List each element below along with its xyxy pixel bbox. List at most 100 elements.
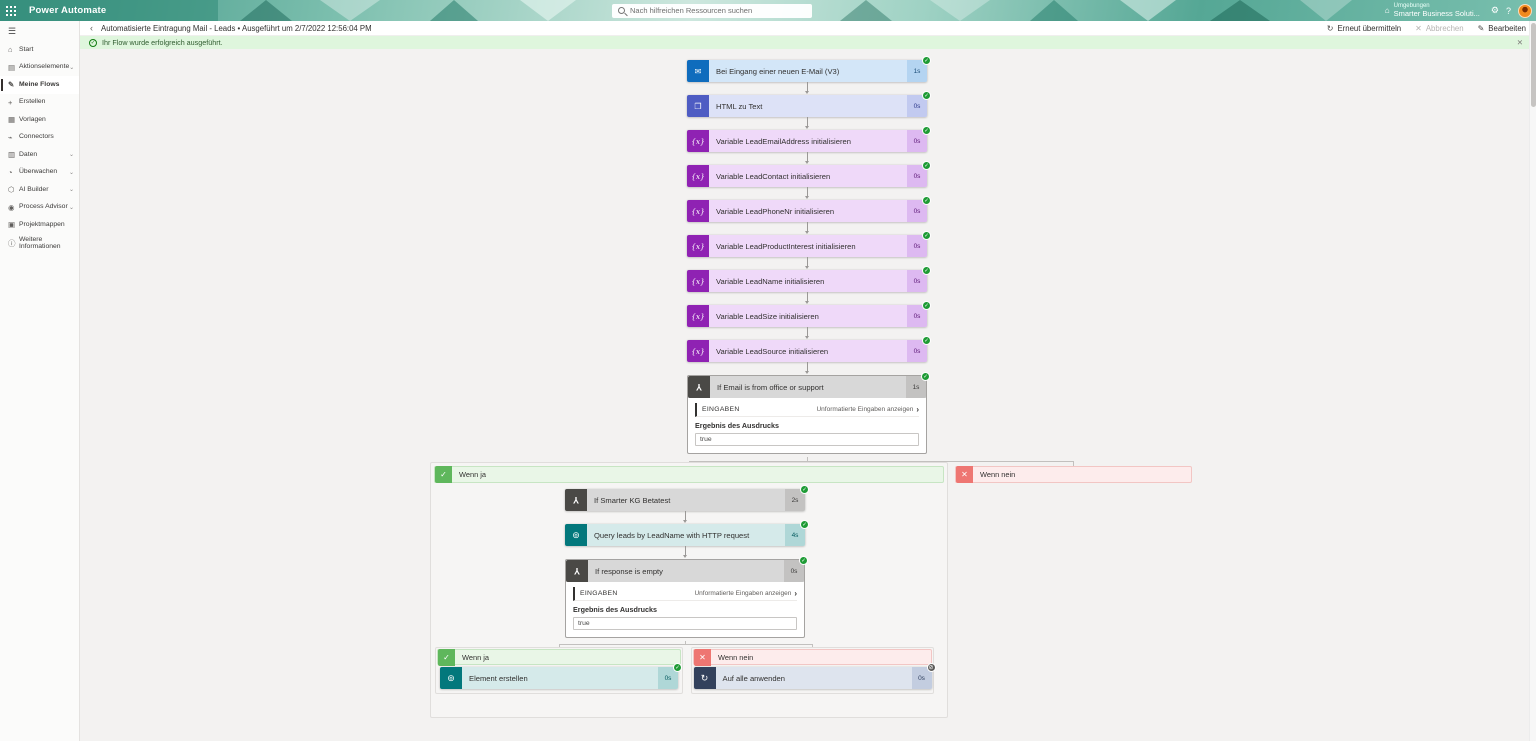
resubmit-icon: ↻ — [1326, 23, 1334, 33]
connector-arrow — [687, 257, 927, 270]
success-check-icon — [800, 520, 809, 529]
flow-node-variable[interactable]: {x} Variable LeadSize initialisieren 0s — [687, 301, 931, 327]
branch-label: Wenn ja — [462, 652, 489, 662]
header-pattern — [520, 0, 576, 21]
branch-no-container: ✕ Wenn nein — [955, 466, 1192, 483]
edit-pencil-icon: ✎ — [1477, 23, 1485, 33]
sidebar-item-label: Aktionselemente — [19, 63, 70, 71]
sidebar-item-daten[interactable]: ▥ Daten ⌄ — [0, 146, 79, 164]
duration-badge: 0s — [907, 235, 927, 257]
back-chevron-icon[interactable]: ‹ — [90, 23, 93, 33]
sidebar-item-connectors[interactable]: ⌁ Connectors — [0, 129, 79, 147]
duration-badge: 4s — [785, 524, 805, 546]
edit-button[interactable]: ✎ Bearbeiten — [1478, 24, 1526, 33]
sidebar-item-meine-flows[interactable]: ✎ Meine Flows — [0, 76, 79, 94]
sidebar-item-ueberwachen[interactable]: ◔ Überwachen ⌄ — [0, 164, 79, 182]
environment-picker[interactable]: ⌂ Umgebungen Smarter Business Soluti... — [1381, 1, 1484, 21]
flow-node-trigger[interactable]: ✉ Bei Eingang einer neuen E-Mail (V3) 1s — [687, 56, 931, 82]
show-raw-inputs-toggle[interactable]: EINGABEN Unformatierte Eingaben anzeigen… — [573, 587, 797, 601]
hamburger-menu-icon[interactable]: ☰ — [8, 25, 17, 36]
connector-arrow — [687, 152, 927, 165]
branch-no-header[interactable]: ✕ Wenn nein — [955, 466, 1192, 483]
node-label: Auf alle anwenden — [722, 673, 786, 683]
flow-node-query-leads[interactable]: ⊚ Query leads by LeadName with HTTP requ… — [565, 520, 809, 546]
variable-icon: {x} — [687, 200, 709, 222]
expression-result-label: Ergebnis des Ausdrucks — [695, 421, 780, 430]
app-title[interactable]: Power Automate — [29, 5, 107, 16]
content-conversion-icon: ❐ — [687, 95, 709, 117]
flow-node-variable[interactable]: {x} Variable LeadPhoneNr initialisieren … — [687, 196, 931, 222]
variable-icon: {x} — [687, 130, 709, 152]
flows-icon: ✎ — [8, 80, 15, 90]
sidebar-item-label: Connectors — [19, 133, 54, 141]
variable-icon: {x} — [687, 165, 709, 187]
chevron-down-icon: ⌄ — [68, 187, 74, 194]
branch-yes-chain: Y If Smarter KG Betatest 2s ⊚ Query lead… — [565, 485, 809, 638]
sidebar-item-process-advisor[interactable]: ◉ Process Advisor ⌄ — [0, 199, 79, 217]
search-placeholder: Nach hilfreichen Ressourcen suchen — [630, 6, 753, 15]
node-label: Query leads by LeadName with HTTP reques… — [594, 530, 750, 540]
sidebar-item-erstellen[interactable]: + Erstellen — [0, 94, 79, 112]
flow-node-auf-alle-anwenden[interactable]: ↻ Auf alle anwenden 0s — [693, 663, 936, 689]
success-check-icon — [800, 485, 809, 494]
sharepoint-icon: ⊚ — [565, 524, 587, 546]
resubmit-button[interactable]: ↻ Erneut übermitteln — [1327, 24, 1401, 33]
flow-node-variable[interactable]: {x} Variable LeadContact initialisieren … — [687, 161, 931, 187]
waffle-icon[interactable] — [0, 0, 21, 21]
sidebar-item-label: Erstellen — [19, 98, 46, 106]
sidebar-item-ai-builder[interactable]: ⬡ AI Builder ⌄ — [0, 181, 79, 199]
solutions-icon: ▣ — [8, 220, 16, 230]
sidebar-item-weitere-informationen[interactable]: ⓘ Weitere Informationen — [0, 234, 79, 254]
branch-no-x-icon: ✕ — [956, 466, 973, 483]
branch-yes-header[interactable]: ✓ Wenn ja — [434, 466, 944, 483]
sidebar-item-vorlagen[interactable]: ▦ Vorlagen — [0, 111, 79, 129]
vertical-scrollbar[interactable] — [1529, 21, 1536, 741]
scrollbar-thumb[interactable] — [1531, 23, 1536, 107]
settings-gear-icon[interactable]: ⚙ — [1490, 5, 1499, 15]
banner-close-icon[interactable]: ✕ — [1516, 38, 1523, 47]
connector-arrow — [687, 117, 927, 130]
header-pattern — [930, 0, 990, 21]
chevron-down-icon: ⌄ — [68, 152, 74, 159]
breadcrumb-flow-title[interactable]: Automatisierte Eintragung Mail - Leads — [101, 23, 236, 33]
skipped-status-icon — [926, 663, 936, 672]
sidebar-item-label: AI Builder — [19, 185, 49, 193]
user-avatar[interactable] — [1518, 3, 1532, 18]
flow-node-element-erstellen[interactable]: ⊚ Element erstellen 0s — [440, 663, 682, 689]
header-pattern — [840, 0, 892, 21]
flow-node-variable[interactable]: {x} Variable LeadProductInterest initial… — [687, 231, 931, 257]
connector-line — [812, 644, 813, 648]
raw-inputs-link: Unformatierte Eingaben anzeigen — [816, 406, 914, 413]
inputs-label: EINGABEN — [580, 590, 618, 597]
flow-node-variable[interactable]: {x} Variable LeadSource initialisieren 0… — [687, 336, 931, 362]
nested-branch-yes-header[interactable]: ✓ Wenn ja — [437, 648, 681, 666]
sidebar-item-projektmappen[interactable]: ▣ Projektmappen — [0, 216, 79, 234]
show-raw-inputs-toggle[interactable]: EINGABEN Unformatierte Eingaben anzeigen… — [695, 403, 919, 417]
success-check-icon — [922, 266, 931, 275]
branch-label: Wenn nein — [718, 652, 754, 662]
flow-node-condition-email[interactable]: Y If Email is from office or support 1s — [688, 372, 930, 398]
help-icon[interactable]: ? — [1505, 5, 1511, 16]
cancel-button[interactable]: ✕ Abbrechen — [1415, 24, 1463, 33]
connector-line — [1073, 461, 1074, 466]
flow-node-html-zu-text[interactable]: ❐ HTML zu Text 0s — [687, 91, 931, 117]
sidebar-item-aktionselemente[interactable]: ▤ Aktionselemente ⌄ — [0, 59, 79, 77]
node-label: Variable LeadSource initialisieren — [716, 346, 829, 356]
data-icon: ▥ — [8, 150, 16, 160]
nested-branch-no-header[interactable]: ✕ Wenn nein — [693, 648, 932, 666]
flow-node-variable[interactable]: {x} Variable LeadName initialisieren 0s — [687, 266, 931, 292]
node-label: Variable LeadContact initialisieren — [716, 171, 831, 181]
sidebar-item-start[interactable]: ⌂ Start — [0, 41, 79, 59]
branch-yes-check-icon: ✓ — [438, 648, 455, 666]
success-check-icon — [922, 161, 931, 170]
flow-node-variable[interactable]: {x} Variable LeadEmailAddress initialisi… — [687, 126, 931, 152]
monitor-icon: ◔ — [8, 167, 13, 177]
duration-badge: 0s — [907, 305, 927, 327]
duration-badge: 0s — [907, 95, 927, 117]
search-input[interactable]: Nach hilfreichen Ressourcen suchen — [612, 3, 812, 18]
success-check-icon — [922, 301, 931, 310]
flow-node-condition-response[interactable]: Y If response is empty 0s — [566, 556, 808, 582]
search-icon — [618, 7, 625, 14]
duration-badge: 0s — [907, 270, 927, 292]
flow-node-condition-smarter[interactable]: Y If Smarter KG Betatest 2s — [565, 485, 809, 511]
